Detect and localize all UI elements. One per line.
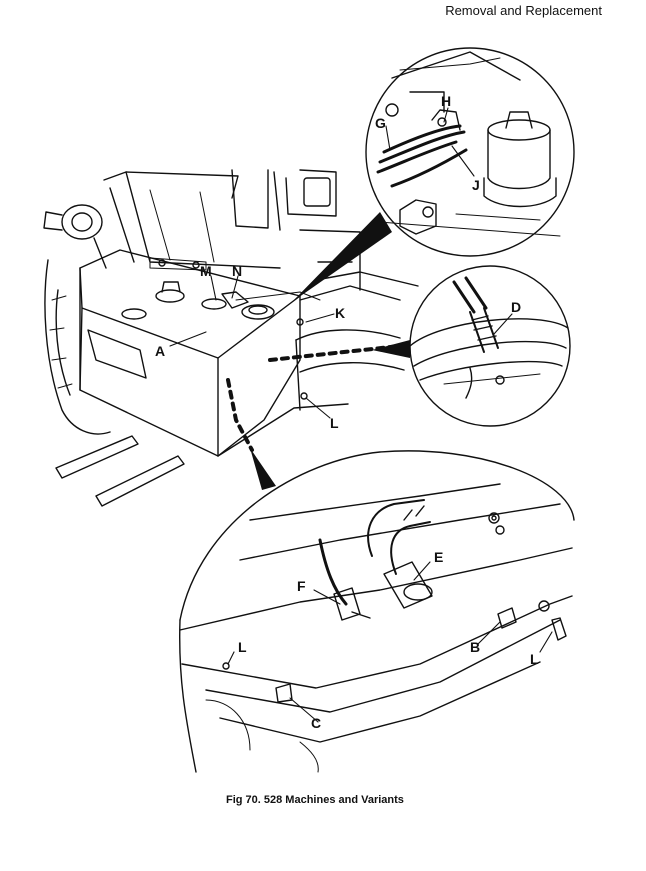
callout-label-a: A bbox=[155, 343, 165, 359]
leader-lines bbox=[169, 107, 553, 723]
detail-circle-underside bbox=[179, 450, 575, 773]
callout-label-h: H bbox=[441, 93, 451, 109]
figure-caption: Fig 70. 528 Machines and Variants bbox=[226, 794, 404, 806]
callout-label-l-main: L bbox=[330, 415, 339, 431]
callout-label-l-right: L bbox=[530, 651, 539, 667]
detail-circle-hoses bbox=[365, 47, 575, 257]
callout-label-k: K bbox=[335, 305, 345, 321]
callout-label-m: M bbox=[200, 263, 212, 279]
section-title: Removal and Replacement bbox=[445, 3, 602, 18]
callout-wedge-upper bbox=[292, 212, 392, 302]
machine-overview bbox=[43, 169, 419, 507]
callout-label-g: G bbox=[375, 115, 386, 131]
callout-labels: A M N K L H G J D E F L B L C bbox=[155, 93, 539, 731]
callout-label-n: N bbox=[232, 263, 242, 279]
callout-label-j: J bbox=[472, 177, 480, 193]
callout-label-b: B bbox=[470, 639, 480, 655]
callout-label-e: E bbox=[434, 549, 443, 565]
callout-wedge-right bbox=[372, 340, 410, 358]
callout-label-c: C bbox=[311, 715, 321, 731]
callout-wedge-lower bbox=[250, 448, 276, 490]
callout-label-l-left: L bbox=[238, 639, 247, 655]
callout-label-d: D bbox=[511, 299, 521, 315]
detail-circle-fitting bbox=[409, 265, 571, 427]
callout-label-f: F bbox=[297, 578, 306, 594]
